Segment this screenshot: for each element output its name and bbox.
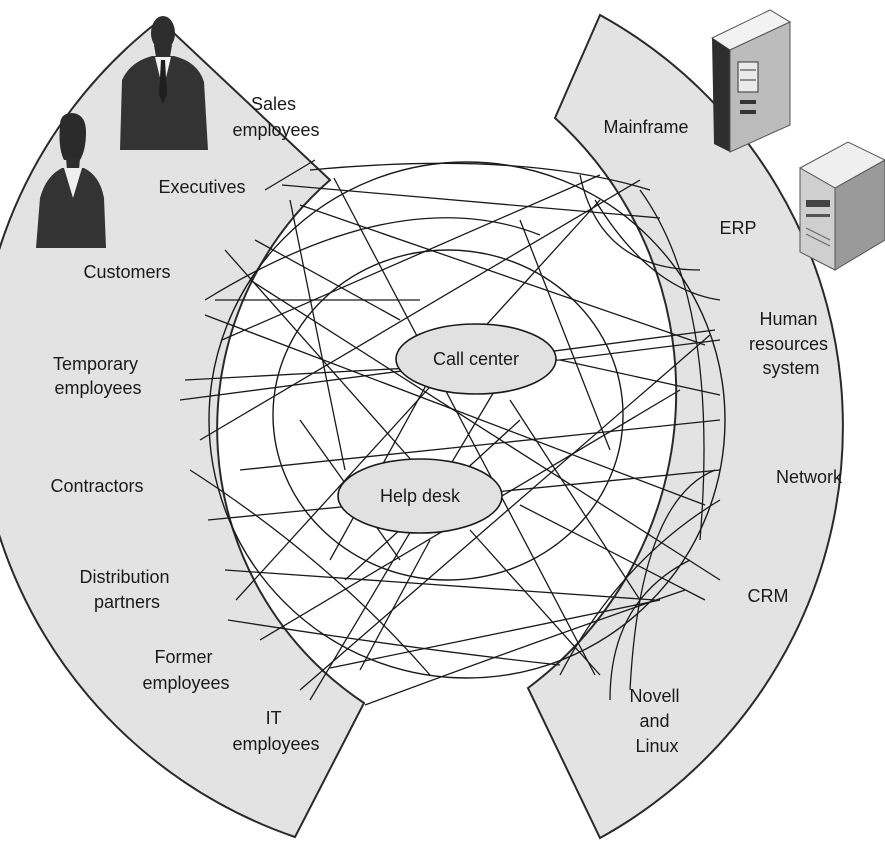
label-executives: Executives	[158, 177, 245, 197]
server-cabinet-icon	[798, 141, 885, 271]
inner-ring	[272, 249, 624, 581]
label-sales-employees: Sales employees	[232, 94, 319, 140]
label-former-employees: Former employees	[142, 647, 229, 693]
label-erp: ERP	[719, 218, 756, 238]
label-network: Network	[776, 467, 843, 487]
label-it-employees: IT employees	[232, 708, 319, 754]
label-customers: Customers	[83, 262, 170, 282]
label-temporary-employees: Temporary employees	[53, 354, 143, 398]
call-center-label: Call center	[433, 349, 519, 369]
connection-lines	[179, 159, 721, 706]
businesswoman-icon	[36, 113, 106, 248]
label-crm: CRM	[748, 586, 789, 606]
label-human-resources-system: Human resources system	[749, 309, 833, 378]
label-distribution-partners: Distribution partners	[79, 567, 174, 612]
outer-ring	[208, 161, 726, 679]
call-center-hub	[395, 323, 557, 395]
left-group-labels: Sales employees Executives Customers Tem…	[50, 94, 319, 754]
businessman-icon	[120, 16, 208, 150]
server-tower-icon	[710, 9, 792, 153]
help-desk-hub	[337, 458, 503, 534]
help-desk-label: Help desk	[380, 486, 461, 506]
label-novell-and-linux: Novell and Linux	[629, 686, 684, 756]
label-mainframe: Mainframe	[603, 117, 688, 137]
label-contractors: Contractors	[50, 476, 143, 496]
right-system-arc	[526, 13, 844, 840]
right-group-labels: Mainframe ERP Human resources system Net…	[603, 117, 843, 756]
